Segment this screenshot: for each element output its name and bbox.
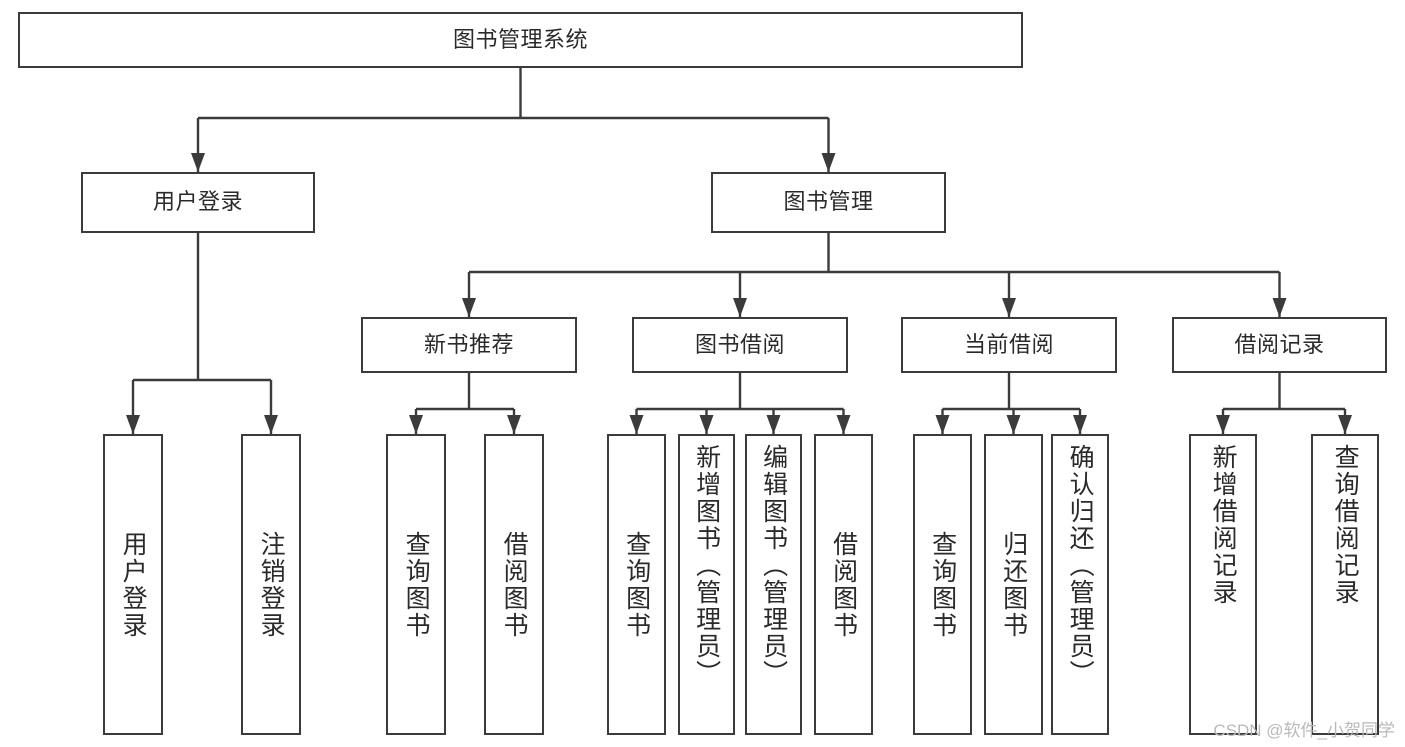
node-label: 新增借阅记录 (1209, 444, 1238, 606)
node-label: 查询图书 (402, 530, 431, 639)
node-current-borrow[interactable]: 当前借阅 (901, 317, 1117, 373)
node-leaf-borrow-book-borrow[interactable]: 借阅图书 (814, 434, 873, 735)
node-leaf-add-borrow-record[interactable]: 新增借阅记录 (1189, 434, 1257, 735)
node-label: 新书推荐 (423, 331, 514, 357)
connector-arrowhead (1073, 415, 1087, 434)
node-label: 图书管理 (783, 189, 874, 215)
node-leaf-query-book-borrow[interactable]: 查询图书 (607, 434, 666, 735)
connector-arrowhead (126, 415, 140, 434)
connector-arrowhead (629, 415, 644, 434)
node-label: 归还图书 (999, 530, 1028, 639)
node-new-book-recommend[interactable]: 新书推荐 (361, 317, 577, 373)
node-leaf-edit-book-admin[interactable]: 编辑图书（管理员） (745, 434, 802, 735)
connector-arrowhead (1272, 298, 1287, 317)
connector-arrowhead (462, 298, 476, 317)
connector-arrowhead (1338, 415, 1352, 434)
node-leaf-borrow-book-recommend[interactable]: 借阅图书 (484, 434, 544, 735)
node-root[interactable]: 图书管理系统 (18, 12, 1023, 68)
connector-arrowhead (1002, 298, 1016, 317)
node-leaf-return-book[interactable]: 归还图书 (984, 434, 1043, 735)
node-label: 图书借阅 (694, 331, 785, 357)
node-leaf-add-book-admin[interactable]: 新增图书（管理员） (678, 434, 735, 735)
node-user-login[interactable]: 用户登录 (81, 172, 315, 233)
node-leaf-user-login[interactable]: 用户登录 (103, 434, 163, 735)
node-label: 编辑图书（管理员） (759, 444, 788, 687)
node-label: 确认归还（管理员） (1066, 444, 1095, 687)
node-leaf-confirm-return-admin[interactable]: 确认归还（管理员） (1051, 434, 1109, 735)
connector-arrowhead (264, 415, 278, 434)
node-label: 新增图书（管理员） (692, 444, 721, 687)
node-book-management[interactable]: 图书管理 (711, 172, 946, 233)
node-leaf-query-book-recommend[interactable]: 查询图书 (386, 434, 446, 735)
node-borrow-record[interactable]: 借阅记录 (1172, 317, 1387, 373)
connector-arrowhead (409, 415, 423, 434)
node-label: 查询图书 (622, 530, 651, 639)
connector-arrowhead (935, 415, 950, 434)
node-label: 用户登录 (119, 530, 148, 639)
connector-arrowhead (1006, 415, 1021, 434)
node-label: 当前借阅 (963, 331, 1054, 357)
node-label: 查询图书 (928, 530, 957, 639)
node-label: 图书管理系统 (452, 26, 588, 52)
node-label: 注销登录 (257, 530, 286, 639)
node-label: 查询借阅记录 (1331, 444, 1360, 606)
node-label: 借阅图书 (500, 530, 529, 639)
csdn-watermark: CSDN @软件_小贺同学 (1213, 721, 1395, 740)
node-leaf-logout-login[interactable]: 注销登录 (241, 434, 301, 735)
node-leaf-query-book-current[interactable]: 查询图书 (913, 434, 972, 735)
connector-arrowhead (699, 415, 714, 434)
connector-arrowhead (507, 415, 521, 434)
node-book-borrow[interactable]: 图书借阅 (632, 317, 848, 373)
connector-arrowhead (733, 298, 747, 317)
connector-arrowhead (1216, 415, 1230, 434)
node-label: 用户登录 (152, 189, 243, 215)
node-leaf-query-borrow-record[interactable]: 查询借阅记录 (1311, 434, 1379, 735)
connector-arrowhead (766, 415, 781, 434)
node-label: 借阅记录 (1234, 331, 1325, 357)
connector-arrowhead (821, 153, 836, 172)
connector-arrowhead (836, 415, 851, 434)
connector-arrowhead (191, 153, 205, 172)
node-label: 借阅图书 (829, 530, 858, 639)
